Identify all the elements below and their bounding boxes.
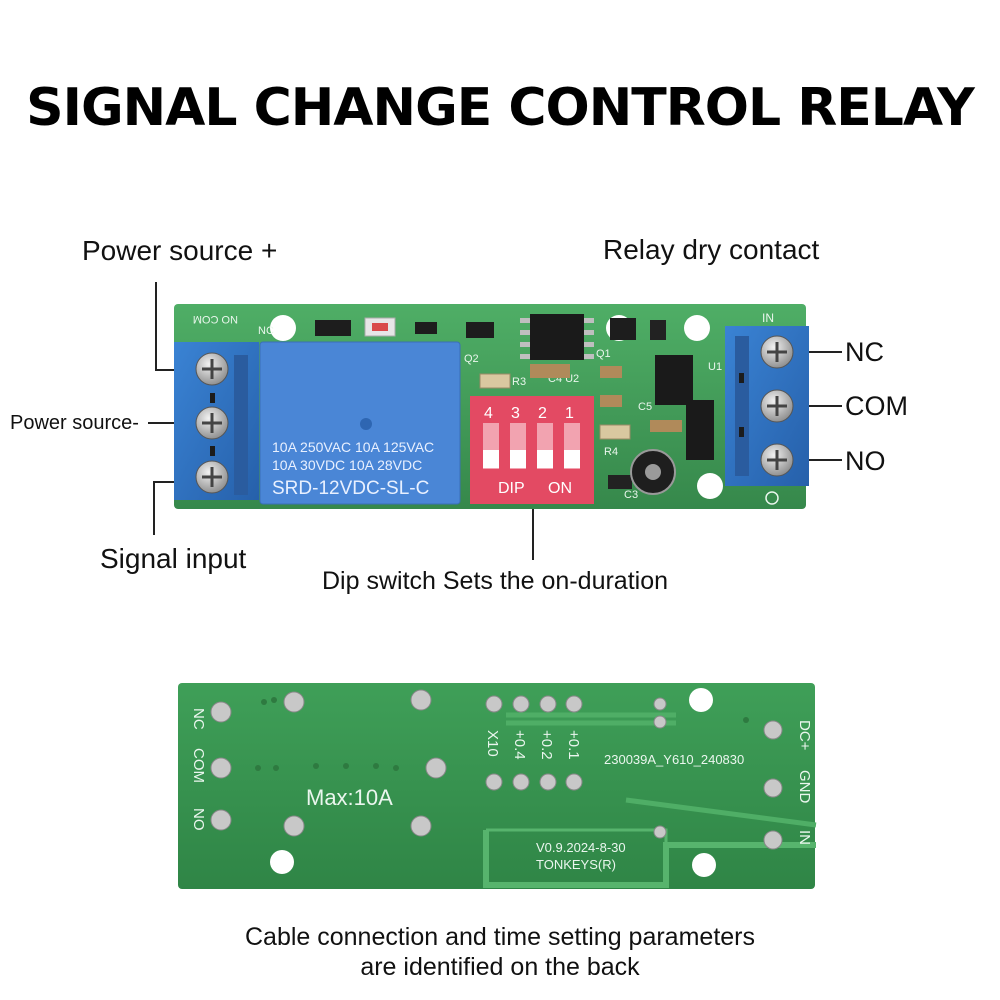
back-mount-hole bbox=[270, 850, 294, 874]
footer-line-2: are identified on the back bbox=[360, 953, 640, 981]
silk-c3: C3 bbox=[624, 489, 638, 501]
callout-power-source-plus: Power source + bbox=[82, 235, 278, 266]
back-solder-pads bbox=[210, 689, 783, 850]
back-board-code: 230039A_Y610_240830 bbox=[604, 752, 744, 767]
dip-number-1: 1 bbox=[565, 405, 574, 422]
back-max-current: Max:10A bbox=[306, 785, 393, 810]
terminal-label-nc: NC bbox=[845, 337, 884, 367]
silk-r3: R3 bbox=[512, 376, 526, 388]
back-label-com: COM bbox=[190, 748, 207, 783]
callout-dip-switch: Dip switch Sets the on-duration bbox=[322, 567, 669, 595]
silk-c5: C5 bbox=[638, 401, 652, 413]
right-screws bbox=[760, 335, 794, 477]
silk-nocom: NO COM bbox=[193, 313, 238, 325]
callout-relay-dry-contact: Relay dry contact bbox=[603, 234, 820, 265]
page-title: SIGNAL CHANGE CONTROL RELAY bbox=[26, 78, 975, 138]
footer-caption: Cable connection and time setting parame… bbox=[0, 922, 1000, 982]
relay-rating-1: 10A 250VAC 10A 125VAC bbox=[272, 439, 434, 455]
terminal-label-no: NO bbox=[845, 446, 886, 476]
back-mount-hole bbox=[689, 688, 713, 712]
dip-number-3: 3 bbox=[511, 405, 520, 422]
back-board: NC COM NO DC+ GND IN X10 +0.4 +0.2 +0.1 … bbox=[178, 683, 817, 889]
silk-r4: R4 bbox=[604, 446, 618, 458]
back-dip-04: +0.4 bbox=[511, 730, 528, 760]
mount-hole bbox=[684, 315, 710, 341]
back-label-no: NO bbox=[190, 808, 207, 831]
front-board: 10A 250VAC 10A 125VAC 10A 30VDC 10A 28VD… bbox=[174, 304, 809, 509]
back-label-gnd: GND bbox=[796, 770, 813, 804]
dip-label-dip: DIP bbox=[498, 480, 525, 497]
silk-q2: Q2 bbox=[464, 353, 479, 365]
back-dip-01: +0.1 bbox=[565, 730, 582, 760]
silk-nc: NC bbox=[258, 325, 274, 337]
back-label-nc: NC bbox=[190, 708, 207, 730]
back-version: V0.9.2024-8-30 bbox=[536, 840, 626, 855]
silk-in: IN bbox=[762, 311, 774, 325]
back-brand: TONKEYS(R) bbox=[536, 857, 616, 872]
footer-line-1: Cable connection and time setting parame… bbox=[244, 923, 755, 951]
back-dip-x10: X10 bbox=[484, 730, 501, 757]
smd-components bbox=[315, 314, 714, 489]
mount-hole bbox=[270, 315, 296, 341]
back-mount-hole bbox=[692, 853, 716, 877]
silk-u1: U1 bbox=[708, 361, 722, 373]
dip-number-4: 4 bbox=[484, 405, 493, 422]
relay-rating-2: 10A 30VDC 10A 28VDC bbox=[272, 457, 422, 473]
callout-signal-input: Signal input bbox=[100, 543, 247, 574]
dip-number-2: 2 bbox=[538, 405, 547, 422]
terminal-label-com: COM bbox=[845, 391, 908, 421]
callout-power-source-minus: Power source- bbox=[10, 412, 139, 434]
silk-q1: Q1 bbox=[596, 348, 611, 360]
relay-model: SRD-12VDC-SL-C bbox=[272, 478, 429, 499]
relay-body bbox=[259, 341, 461, 505]
back-label-in: IN bbox=[796, 830, 813, 845]
left-screws bbox=[195, 352, 229, 494]
back-dip-02: +0.2 bbox=[538, 730, 555, 760]
back-label-dcplus: DC+ bbox=[796, 720, 813, 751]
mount-hole bbox=[697, 473, 723, 499]
dip-label-on: ON bbox=[548, 480, 572, 497]
